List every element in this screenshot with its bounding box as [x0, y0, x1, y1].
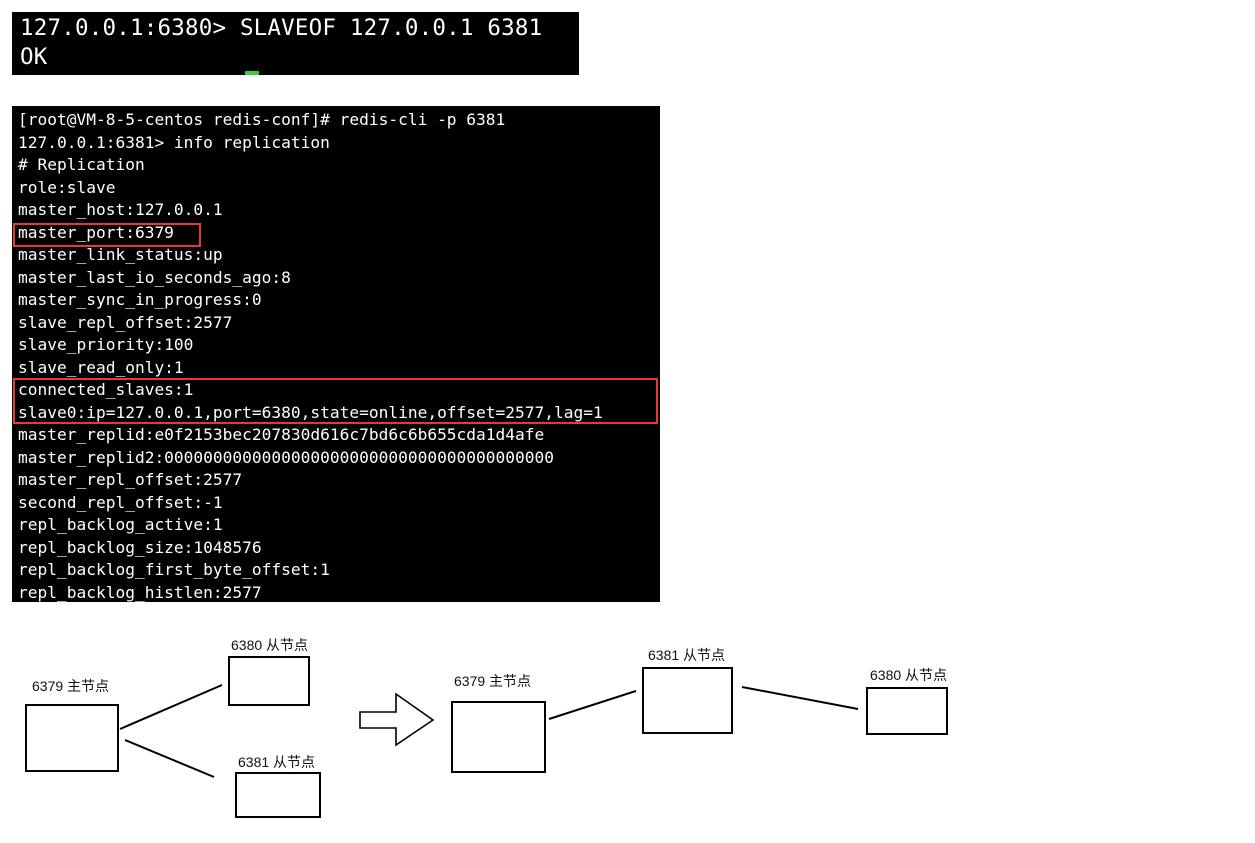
- terminal-info-replication[interactable]: [root@VM-8-5-centos redis-conf]# redis-c…: [12, 106, 660, 602]
- terminal-line: slave_read_only:1: [18, 357, 184, 377]
- highlight-connected-slaves: [13, 378, 658, 424]
- terminal-line-slave0: slave0:ip=127.0.0.1,port=6380,state=onli…: [18, 402, 603, 422]
- terminal-line: repl_backlog_histlen:2577: [18, 582, 262, 602]
- label-slave-6381-before: 6381 从节点: [238, 754, 316, 770]
- link-master-to-6380: [119, 684, 223, 730]
- terminal-line: master_replid2:0000000000000000000000000…: [18, 447, 555, 467]
- label-slave-6380-after: 6380 从节点: [870, 667, 948, 683]
- master-node-box-after: [451, 701, 546, 773]
- terminal-line: master_last_io_seconds_ago:8: [18, 267, 291, 287]
- terminal-line: # Replication: [18, 155, 145, 174]
- terminal-line: master_link_status:up: [18, 245, 223, 264]
- terminal-line: slave_priority:100: [18, 335, 194, 354]
- terminal-line: role:slave: [18, 177, 116, 197]
- link-6381-to-6380-after: [741, 686, 859, 710]
- label-slave-6380-before: 6380 从节点: [231, 637, 309, 653]
- link-master-to-6381-after: [548, 690, 637, 720]
- terminal-line-master-port: master_port:6379: [18, 222, 174, 242]
- master-node-box: [25, 704, 119, 772]
- terminal-line: repl_backlog_active:1: [18, 515, 223, 534]
- slave-6380-node-box-after: [866, 687, 948, 735]
- slave-6380-node-box: [228, 656, 310, 706]
- slave-6381-node-box: [235, 772, 321, 818]
- slave-6381-node-box-after: [642, 667, 733, 734]
- terminal-line: master_replid:e0f2153bec207830d616c7bd6c…: [18, 425, 545, 444]
- right-arrow-icon: [359, 692, 435, 747]
- cursor-icon: [245, 71, 259, 75]
- terminal-line: master_repl_offset:2577: [18, 470, 243, 489]
- link-master-to-6381: [124, 739, 215, 778]
- terminal-line: master_sync_in_progress:0: [18, 290, 262, 309]
- terminal-line-connected-slaves: connected_slaves:1: [18, 380, 194, 399]
- terminal-line: OK: [20, 44, 48, 70]
- label-master-before: 6379 主节点: [32, 678, 110, 694]
- terminal-line: 127.0.0.1:6380> SLAVEOF 127.0.0.1 6381: [20, 15, 543, 41]
- label-master-after: 6379 主节点: [454, 673, 532, 689]
- terminal-line-command: 127.0.0.1:6381> info replication: [18, 132, 330, 152]
- terminal-line: repl_backlog_size:1048576: [18, 537, 262, 557]
- highlight-master-port: [13, 223, 201, 247]
- label-slave-6381-after: 6381 从节点: [648, 647, 726, 663]
- terminal-line: second_repl_offset:-1: [18, 492, 223, 512]
- terminal-line-prompt: [root@VM-8-5-centos redis-conf]# redis-c…: [18, 110, 506, 129]
- terminal-line: master_host:127.0.0.1: [18, 200, 223, 219]
- terminal-line: slave_repl_offset:2577: [18, 312, 233, 332]
- terminal-line: repl_backlog_first_byte_offset:1: [18, 560, 330, 579]
- terminal-slaveof[interactable]: 127.0.0.1:6380> SLAVEOF 127.0.0.1 6381 O…: [12, 12, 579, 75]
